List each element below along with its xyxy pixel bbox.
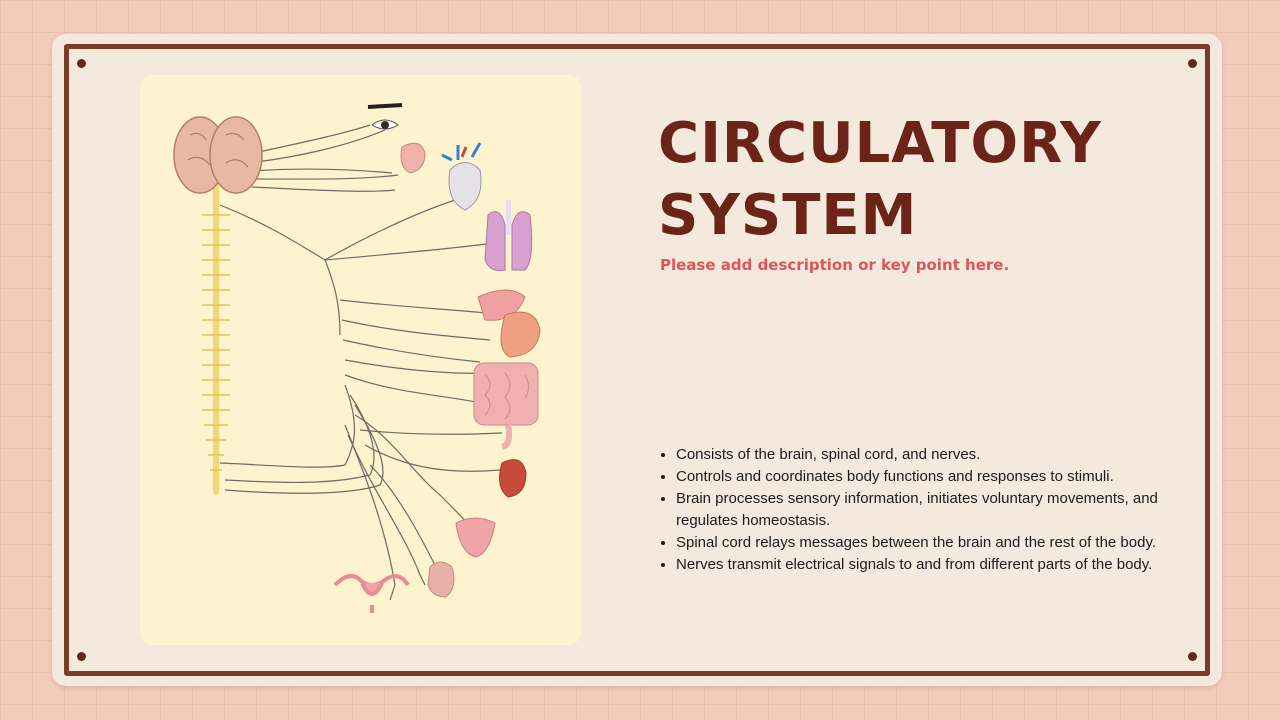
stomach-icon: [500, 311, 541, 358]
bullet-item: Consists of the brain, spinal cord, and …: [676, 444, 1176, 466]
nervous-system-illustration: [173, 103, 541, 613]
bullet-item: Nerves transmit electrical signals to an…: [676, 554, 1176, 576]
uterus-icon: [333, 574, 410, 613]
inner-frame: [64, 44, 1210, 676]
rivet-bottom-left: [77, 652, 86, 661]
kidney-icon: [499, 459, 527, 498]
spinal-cord: [202, 175, 230, 495]
heart-icon: [441, 142, 482, 211]
nerve-lines: [219, 124, 503, 601]
genitals-icon: [427, 561, 455, 598]
bullet-item: Spinal cord relays messages between the …: [676, 532, 1176, 554]
rivet-top-left: [77, 59, 86, 68]
slide-board: CIRCULATORY SYSTEM Please add descriptio…: [52, 34, 1222, 686]
lungs-icon: [484, 200, 533, 271]
bullet-item: Controls and coordinates body functions …: [676, 466, 1176, 488]
eye-icon: [367, 103, 403, 130]
brain-icon: [173, 116, 263, 194]
bladder-icon: [455, 517, 496, 558]
intestines-icon: [473, 362, 539, 450]
bullet-list: Consists of the brain, spinal cord, and …: [658, 444, 1176, 576]
illustration-panel: [140, 75, 581, 645]
slide-title: CIRCULATORY SYSTEM: [658, 111, 1102, 248]
rivet-bottom-right: [1188, 652, 1197, 661]
rivet-top-right: [1188, 59, 1197, 68]
nose-icon: [400, 142, 426, 174]
slide-subtitle: Please add description or key point here…: [660, 256, 1010, 274]
bullet-item: Brain processes sensory information, ini…: [676, 488, 1176, 532]
